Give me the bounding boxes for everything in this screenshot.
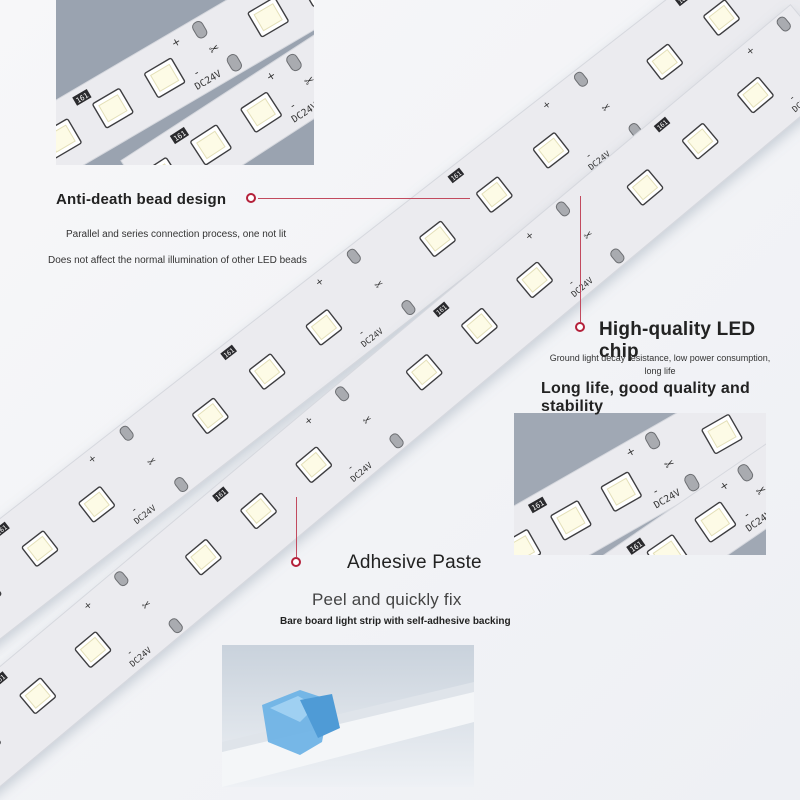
strip-lower-led-chip <box>405 354 443 391</box>
inset1-strip-led-chip <box>56 118 82 159</box>
callout-line-anti-death <box>258 198 470 199</box>
svg-text:161: 161 <box>0 524 9 537</box>
inset1-strip-led-chip <box>247 0 289 38</box>
feature-subtitle-adhesive: Peel and quickly fix <box>312 590 462 609</box>
inset2-strip-minus-label: - <box>651 484 661 497</box>
strip-lower-led-chip <box>626 169 664 206</box>
callout-dot-adhesive <box>291 557 301 567</box>
inset1-strip-led-chip <box>92 88 134 129</box>
strip-lower-led-chip <box>737 76 774 114</box>
strip-lower-led-chip <box>74 631 112 668</box>
callout-dot-led-chip <box>575 322 585 332</box>
strip-upper-led-chip <box>248 353 286 390</box>
strip-upper-led-chip <box>192 397 229 434</box>
strip-upper-led-chip <box>532 132 570 169</box>
strip-upper-resistor: 161 <box>674 0 692 7</box>
inset-adhesive-photo <box>222 645 474 787</box>
strip-upper-led-chip <box>21 530 59 567</box>
svg-text:161: 161 <box>0 674 7 687</box>
strip-lower-voltage-label: DC24V <box>790 90 800 114</box>
inset1-strip-minus-label: - <box>191 66 201 79</box>
feature-title-adhesive: Adhesive Paste <box>347 552 482 573</box>
feature-title-anti-death: Anti-death bead design <box>56 191 227 208</box>
strip-upper-resistor: 161 <box>0 521 10 538</box>
callout-dot-anti-death <box>246 193 256 203</box>
inset2-strip-led-chip <box>514 529 542 555</box>
inset2-strip-b-led-chip <box>646 534 689 555</box>
inset1-strip-b-led-chip <box>190 124 232 165</box>
strip-lower-led-chip <box>516 261 553 298</box>
strip-upper-led-chip <box>703 0 740 36</box>
inset2-strip-b-minus-label: - <box>741 508 752 521</box>
strip-upper-led-chip <box>78 486 115 523</box>
inset1-strip-b-cut-mark: ✂ <box>286 53 314 89</box>
strip-upper-led-chip <box>305 309 343 346</box>
strip-lower-minus-label: - <box>787 93 797 104</box>
feature-desc-anti-death-1: Parallel and series connection process, … <box>66 229 287 240</box>
strip-lower-minus-label: - <box>346 462 356 473</box>
strip-lower-led-chip <box>19 677 56 714</box>
feature-desc-led-chip: Ground light decay resistance, low power… <box>549 353 771 376</box>
strip-upper-minus-label: - <box>130 505 139 516</box>
callout-line-adhesive <box>296 497 297 557</box>
strip-upper-minus-label: - <box>584 151 593 162</box>
strip-upper-pcb: 161DC24V+-✂161DC24V+-✂161DC24V+-✂161DC24… <box>0 0 800 649</box>
inset1-strip-led-chip <box>144 57 186 98</box>
strip-lower-led-chip <box>461 308 498 345</box>
strip-lower-led-chip <box>295 446 333 483</box>
strip-upper-minus-label: - <box>357 328 366 339</box>
callout-line-led-chip <box>580 196 581 322</box>
strip-lower-resistor: 161 <box>0 671 8 688</box>
strip-upper-led-chip <box>476 176 513 213</box>
strip-lower-led-chip <box>682 123 719 160</box>
strip-upper-led-chip <box>419 220 456 257</box>
inset2-strip-led-chip <box>600 471 642 512</box>
inset2-strip-b-led-chip <box>694 501 737 543</box>
feature-subtitle-led-chip: Long life, good quality and stability <box>541 380 750 415</box>
strip-upper-led-chip <box>646 43 683 80</box>
inset2-strip-led-chip <box>550 500 592 541</box>
strip-lower-cut-mark: ✂ <box>776 16 791 32</box>
svg-text:161: 161 <box>677 0 690 6</box>
inset2-strip-led-chip <box>701 414 743 455</box>
inset1-strip-b-minus-label: - <box>287 99 297 112</box>
feature-title-led-chip: High-quality LED chip <box>599 319 756 362</box>
feature-desc-adhesive: Bare board light strip with self-adhesiv… <box>280 616 511 627</box>
strip-lower-led-chip <box>185 539 222 576</box>
led-strip-upper: 161DC24V+-✂161DC24V+-✂161DC24V+-✂161DC24… <box>0 0 800 649</box>
inset1-strip-cut-mark: ✂ <box>192 21 242 72</box>
strip-lower-led-chip <box>240 492 277 530</box>
strip-lower-minus-label: - <box>125 647 135 658</box>
strip-lower-minus-label: - <box>567 278 577 289</box>
feature-desc-anti-death-2: Does not affect the normal illumination … <box>48 255 307 266</box>
inset1-strip-b-led-chip <box>240 92 282 133</box>
